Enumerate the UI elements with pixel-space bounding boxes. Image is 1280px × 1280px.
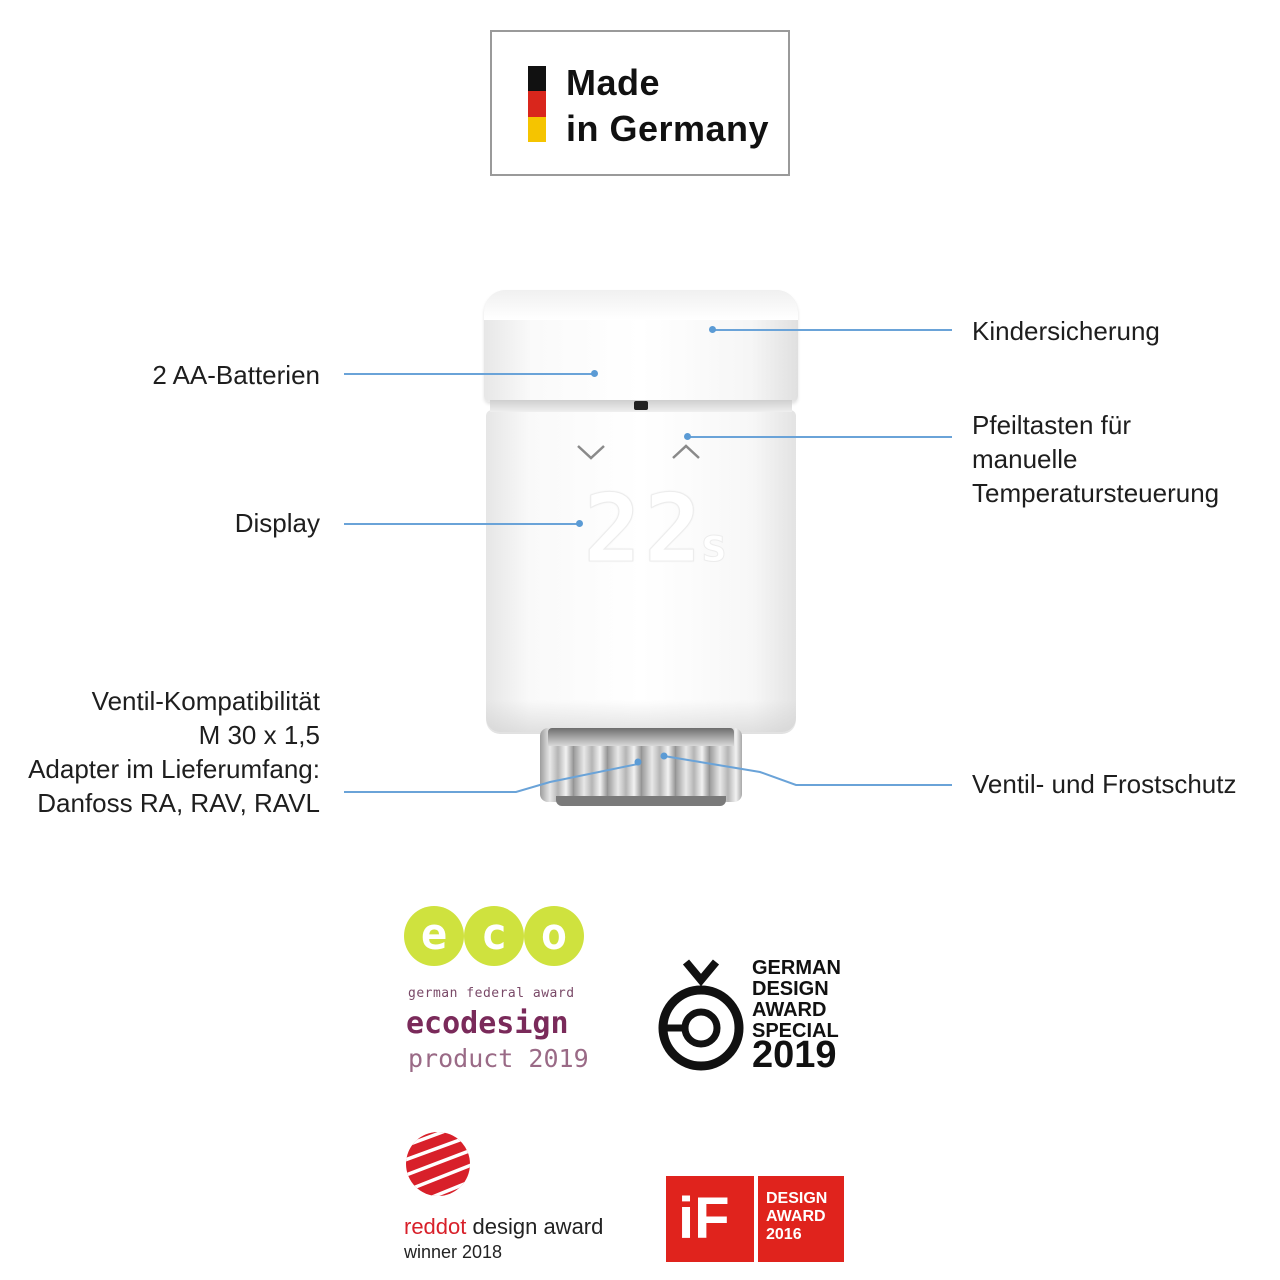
- made-in-germany-line1: Made: [566, 62, 661, 103]
- eco-letter-e: e: [404, 906, 464, 966]
- gda-line3: AWARD: [752, 999, 827, 1021]
- thermostat-cap-top: [484, 290, 798, 320]
- valve-compat-callout-line: [344, 763, 639, 793]
- if-letters: iF: [678, 1186, 730, 1251]
- reddot-award-sub: winner 2018: [404, 1242, 503, 1262]
- display-callout-dot: [576, 520, 583, 527]
- batteries-callout-line: [344, 373, 594, 375]
- valve-compat-line4: Danfoss RA, RAV, RAVL: [37, 788, 320, 818]
- eco-logo: e c o: [404, 906, 584, 968]
- gda-year: 2019: [752, 1034, 837, 1076]
- display-label: Display: [234, 508, 320, 538]
- valve-compat-label: Ventil-Kompatibilität M 30 x 1,5 Adapter…: [20, 684, 320, 820]
- thermostat-display-value: 22: [583, 475, 706, 584]
- german-design-award-icon: [658, 959, 744, 1071]
- valve-frost-label: Ventil- und Frostschutz: [972, 769, 1237, 799]
- reddot-word: reddot: [404, 1214, 467, 1239]
- arrow-keys-line3: Temperatursteuerung: [972, 478, 1220, 508]
- thermostat-display-suffix: s: [700, 518, 729, 573]
- batteries-label: 2 AA-Batterien: [152, 360, 320, 390]
- reddot-rest: design award: [466, 1214, 604, 1239]
- gda-line1: GERMAN: [752, 957, 841, 979]
- if-design-award-logo: iF DESIGN AWARD 2016: [666, 1176, 844, 1262]
- eco-award-line3: product 2019: [408, 1044, 589, 1073]
- chevron-up-icon: [672, 444, 700, 459]
- valve-callout-lines: [344, 752, 952, 793]
- eco-letter-o: o: [524, 906, 584, 966]
- display-callout-line: [344, 523, 580, 525]
- if-award-block: [758, 1176, 844, 1262]
- eco-award-line2: ecodesign: [406, 1006, 569, 1041]
- arrow-keys: [577, 444, 700, 460]
- arrow-keys-line2: manuelle: [972, 444, 1078, 474]
- if-award-line2: AWARD: [766, 1208, 826, 1225]
- child-lock-callout-line: [712, 329, 952, 331]
- valve-compat-line2: M 30 x 1,5: [198, 720, 320, 750]
- valve-compat-line1: Ventil-Kompatibilität: [91, 686, 320, 716]
- valve-frost-callout-dot: [660, 752, 668, 760]
- valve-compat-line3: Adapter im Lieferumfang:: [28, 754, 320, 784]
- eco-award-line1: german federal award: [408, 986, 575, 1001]
- gda-line2: DESIGN: [752, 978, 829, 1000]
- if-award-line3: 2016: [766, 1226, 802, 1243]
- valve-frost-callout-line: [663, 755, 952, 786]
- valve-ring-top: [548, 728, 734, 746]
- gda-line4: SPECIAL: [752, 1020, 839, 1042]
- made-in-germany-line2: in Germany: [566, 108, 770, 149]
- arrow-keys-callout-line: [688, 436, 952, 438]
- german-design-award-text: GERMAN DESIGN AWARD SPECIAL: [752, 958, 841, 1042]
- germany-flag-icon: [528, 66, 546, 142]
- if-logo-block: iF: [666, 1176, 754, 1262]
- arrow-keys-callout-dot: [684, 433, 691, 440]
- arrow-keys-line1: Pfeiltasten für: [972, 410, 1131, 440]
- made-in-germany-text: Made in Germany: [566, 60, 769, 152]
- if-award-line1: DESIGN: [766, 1190, 828, 1207]
- batteries-callout-dot: [591, 370, 598, 377]
- if-award-text: DESIGN AWARD 2016: [766, 1190, 827, 1244]
- child-lock-callout-dot: [709, 326, 716, 333]
- child-lock-label: Kindersicherung: [972, 316, 1160, 346]
- reddot-award-text: reddot design award: [404, 1214, 603, 1240]
- eco-letter-c: c: [464, 906, 524, 966]
- valve-compat-callout-dot: [634, 758, 642, 766]
- made-in-germany-badge: Made in Germany: [490, 30, 790, 176]
- arrow-keys-label: Pfeiltasten für manuelle Temperatursteue…: [972, 408, 1219, 510]
- thermostat-notch: [634, 401, 648, 410]
- chevron-down-icon: [577, 445, 605, 460]
- reddot-logo-icon: [406, 1132, 470, 1196]
- thermostat-body: [486, 410, 796, 732]
- valve-ring-bottom: [556, 796, 726, 806]
